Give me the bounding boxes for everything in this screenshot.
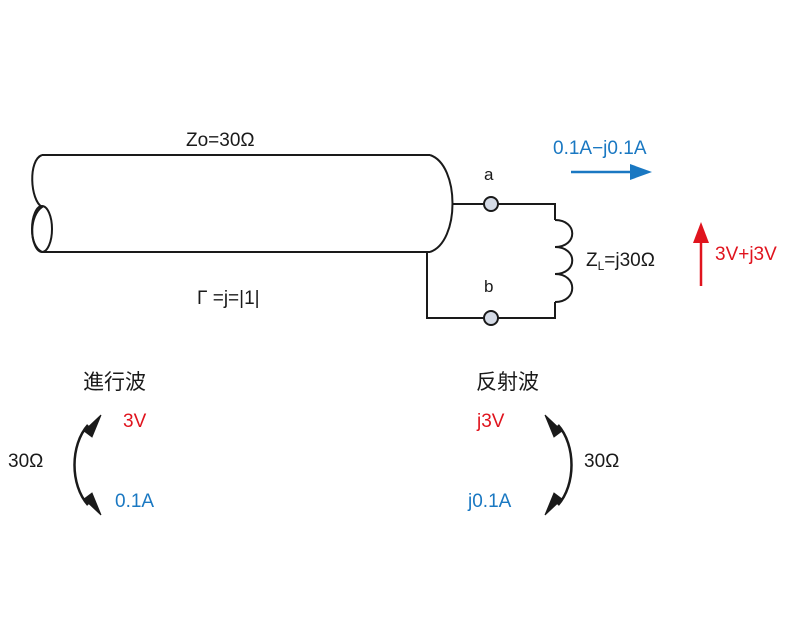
load-impedance-subscript: L — [597, 259, 605, 273]
load-impedance-prefix: Z — [586, 250, 598, 271]
reflected-voltage: j3V — [477, 411, 505, 432]
incident-current: 0.1A — [115, 491, 155, 512]
terminal-a — [483, 196, 499, 212]
line-impedance-label: Zo=30Ω — [186, 130, 255, 151]
incident-impedance-arrow — [73, 414, 102, 516]
terminal-b-label: b — [484, 277, 494, 296]
cable-cross-section — [31, 205, 53, 253]
cable-right-end — [429, 154, 454, 253]
reflected-impedance: 30Ω — [584, 451, 620, 472]
load-impedance-value: =j30Ω — [604, 250, 655, 271]
incident-voltage: 3V — [123, 411, 147, 432]
wire-b — [426, 252, 556, 319]
current-label: 0.1A−j0.1A — [553, 138, 647, 159]
voltage-arrow — [693, 222, 709, 286]
wire-a — [452, 203, 556, 220]
current-arrow — [571, 164, 652, 180]
terminal-b — [483, 310, 499, 326]
reflected-impedance-arrow — [544, 414, 573, 516]
cable-left-end — [31, 154, 44, 253]
incident-wave-title: 進行波 — [83, 370, 146, 394]
reflection-coefficient-label: Γ =j=|1| — [197, 288, 260, 309]
inductor-coil — [554, 219, 574, 303]
terminal-a-label: a — [484, 165, 494, 184]
incident-impedance: 30Ω — [8, 451, 44, 472]
transmission-line — [31, 154, 454, 253]
wiring — [426, 203, 574, 319]
voltage-label: 3V+j3V — [715, 244, 777, 265]
reflected-wave-title: 反射波 — [476, 370, 539, 394]
load-impedance-label: ZL=j30Ω — [586, 251, 655, 272]
reflected-current: j0.1A — [468, 491, 512, 512]
